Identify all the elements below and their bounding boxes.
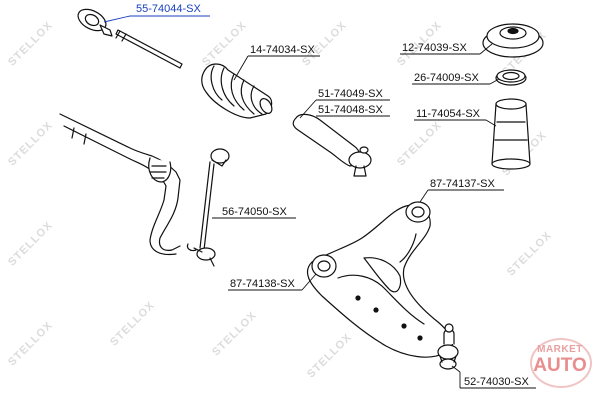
part-label-strut-mount[interactable]: 12-74039-SX bbox=[402, 42, 467, 54]
strut-mount-drawing bbox=[482, 23, 544, 58]
part-label-rear-bushing[interactable]: 87-74137-SX bbox=[430, 178, 495, 190]
part-label-stabilizer-link[interactable]: 56-74050-SX bbox=[222, 206, 287, 218]
part-label-ball-joint[interactable]: 52-74030-SX bbox=[464, 376, 529, 388]
leader-line bbox=[451, 365, 461, 373]
leader-line bbox=[489, 78, 500, 85]
leader-line bbox=[485, 119, 497, 127]
leader-line bbox=[419, 189, 429, 203]
tie-rod-end-drawing bbox=[292, 113, 372, 177]
brand-logo: MARKET AUTO bbox=[528, 338, 592, 388]
part-label-bump-stop[interactable]: 11-74054-SX bbox=[416, 108, 481, 120]
tie-rod-drawing bbox=[77, 8, 183, 69]
logo-text-bottom: AUTO bbox=[533, 355, 587, 376]
steering-boot-drawing bbox=[201, 63, 273, 119]
logo-ring bbox=[530, 338, 592, 388]
leader-line bbox=[233, 55, 249, 81]
leader-line bbox=[299, 99, 317, 119]
leader-line bbox=[479, 43, 493, 55]
leader-line bbox=[103, 15, 131, 23]
part-label-steering-boot[interactable]: 14-74034-SX bbox=[250, 44, 315, 56]
stabilizer-bar-drawing bbox=[59, 113, 181, 256]
part-label-tie-rod[interactable]: 55-74044-SX bbox=[136, 3, 201, 15]
part-label-tie-rod-end-left[interactable]: 51-74049-SX bbox=[318, 88, 383, 100]
part-label-front-bushing[interactable]: 87-74138-SX bbox=[230, 278, 295, 290]
bump-stop-drawing bbox=[491, 98, 531, 170]
leader-line bbox=[301, 273, 317, 291]
stabilizer-link-drawing bbox=[186, 148, 230, 267]
bearing-drawing bbox=[495, 69, 527, 86]
part-label-bearing[interactable]: 26-74009-SX bbox=[414, 72, 479, 84]
logo-text-top: MARKET bbox=[537, 344, 583, 355]
control-arm-drawing bbox=[307, 201, 454, 358]
ball-joint-drawing bbox=[437, 323, 459, 370]
part-label-tie-rod-end-right[interactable]: 51-74048-SX bbox=[318, 104, 383, 116]
